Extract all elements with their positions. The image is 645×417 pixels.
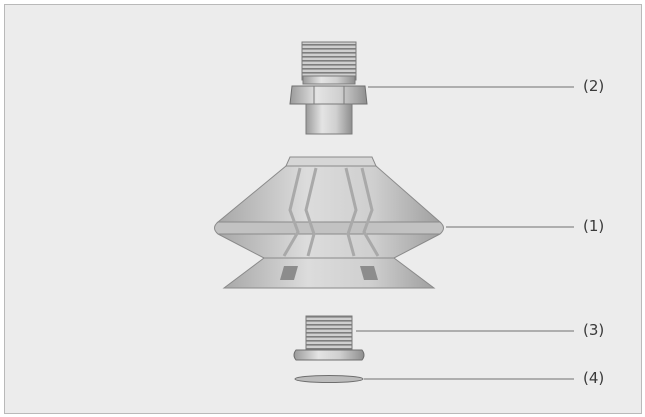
callout-label-1: (1): [583, 219, 604, 234]
o-ring-part: [295, 376, 363, 383]
insert-flange: [294, 350, 364, 360]
callout-label-4: (4): [583, 371, 604, 386]
suction-cup-top-ring: [286, 157, 376, 166]
fitting-hex-nut: [290, 86, 367, 104]
fitting-part: [290, 42, 367, 134]
callout-label-3: (3): [583, 323, 604, 338]
suction-cup-part: [215, 157, 444, 288]
o-ring: [295, 376, 363, 383]
suction-cup-lip: [224, 258, 434, 288]
insert-part: [294, 316, 364, 360]
fitting-shank: [306, 104, 352, 134]
suction-cup-rim: [215, 222, 444, 234]
fitting-thread: [302, 42, 356, 80]
insert-thread: [306, 316, 352, 350]
suction-cup-upper-body: [218, 166, 440, 222]
suction-cup-waist: [218, 234, 440, 258]
fitting-collar: [303, 76, 355, 84]
callout-label-2: (2): [583, 79, 604, 94]
